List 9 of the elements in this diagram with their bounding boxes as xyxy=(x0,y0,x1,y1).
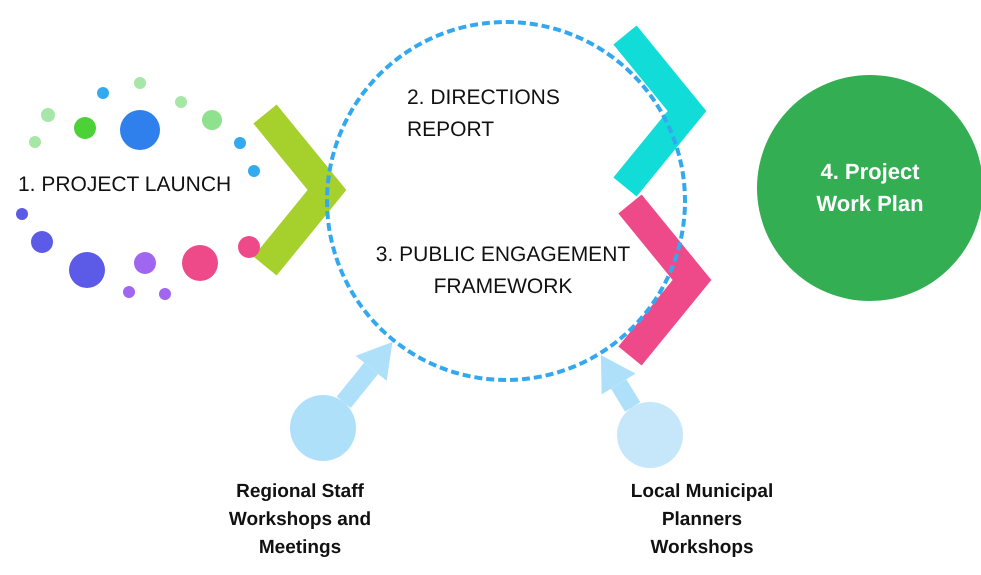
stage-label: 2. DIRECTIONS REPORT xyxy=(407,82,629,148)
circle-caption: Local Municipal Planners Workshops xyxy=(630,480,774,560)
dashed-circle xyxy=(325,20,687,382)
arrow xyxy=(600,355,640,412)
circle-caption: Regional Staff Workshops and Meetings xyxy=(228,480,372,560)
result-circle: 4. Project Work Plan xyxy=(757,75,981,301)
stage-label: 3. PUBLIC ENGAGEMENT FRAMEWORK xyxy=(372,239,634,329)
arrow xyxy=(336,342,392,408)
stage-label: 1. PROJECT LAUNCH xyxy=(18,172,232,198)
